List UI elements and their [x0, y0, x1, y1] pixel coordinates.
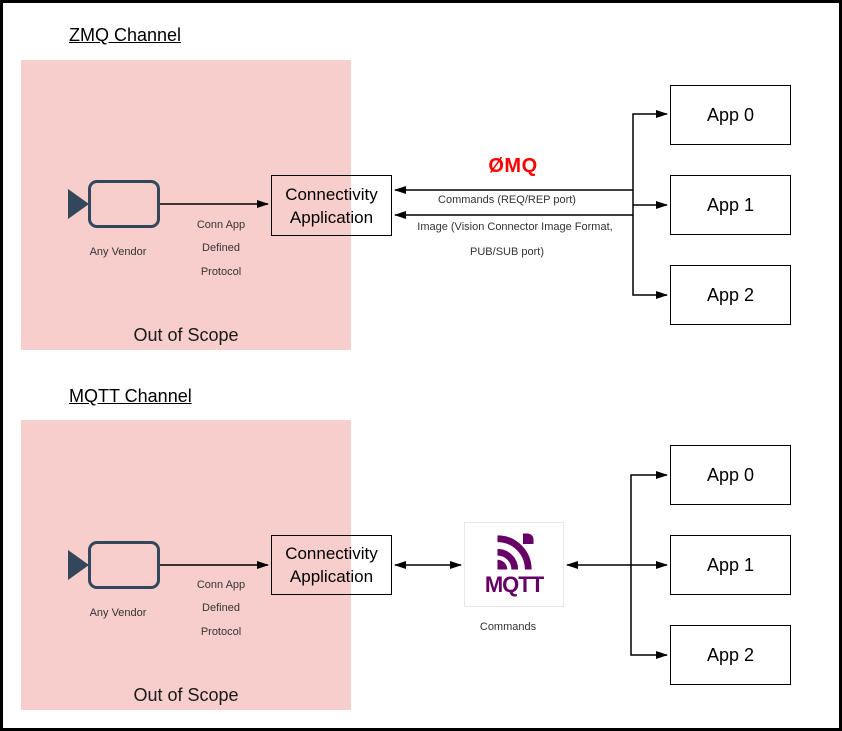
- mqtt-section-title: MQTT Channel: [69, 386, 192, 406]
- mqtt-app1-box: App 1: [670, 535, 791, 595]
- mqtt-connectivity-line2: Application: [289, 567, 374, 586]
- zmq-protocol-label-line3: Protocol: [200, 266, 242, 278]
- zmq-out-of-scope-label: Out of Scope: [133, 325, 239, 345]
- mqtt-app2-box: App 2: [670, 625, 791, 685]
- zmq-commands-arrow-label: Commands (REQ/REP port): [438, 194, 576, 206]
- mqtt-protocol-label-line3: Protocol: [200, 626, 242, 638]
- mqtt-protocol-label-line1: Conn App: [196, 579, 246, 591]
- zmq-image-arrow-label-line1: Image (Vision Connector Image Format,: [417, 221, 613, 233]
- zmq-camera-icon: [88, 180, 160, 228]
- zmq-connectivity-line1: Connectivity: [285, 184, 378, 204]
- zmq-branch-app0: [632, 110, 668, 190]
- mqtt-logo-icon: [497, 533, 534, 570]
- zmq-camera-lens-icon: [68, 189, 89, 219]
- zeromq-logo-text: ØMQ: [488, 155, 538, 177]
- mqtt-logo-wordmark: MQTT: [484, 572, 544, 597]
- mqtt-camera-icon: [88, 541, 160, 589]
- mqtt-broker-box: MQTT: [464, 522, 564, 607]
- zmq-app2-box: App 2: [670, 265, 791, 325]
- mqtt-commands-label: Commands: [479, 621, 537, 633]
- zmq-camera-label: Any Vendor: [89, 246, 147, 258]
- mqtt-branch-app0: [630, 471, 668, 565]
- mqtt-out-of-scope-label: Out of Scope: [133, 685, 239, 705]
- mqtt-camera-label: Any Vendor: [89, 607, 147, 619]
- mqtt-camera-lens-icon: [68, 550, 89, 580]
- zmq-image-arrow-label-line2: PUB/SUB port): [470, 246, 544, 258]
- zmq-connectivity-line2: Application: [289, 207, 374, 227]
- mqtt-protocol-label-line2: Defined: [202, 602, 240, 614]
- zmq-connectivity-application-box: Connectivity Application: [271, 175, 392, 236]
- zmq-protocol-label-line2: Defined: [202, 242, 240, 254]
- zmq-section-title: ZMQ Channel: [69, 25, 182, 45]
- mqtt-app0-box: App 0: [670, 445, 791, 505]
- zmq-app1-box: App 1: [670, 175, 791, 235]
- zmq-protocol-label-line1: Conn App: [196, 219, 246, 231]
- zmq-app0-box: App 0: [670, 85, 791, 145]
- mqtt-connectivity-line1: Connectivity: [285, 544, 378, 563]
- mqtt-connectivity-application-box: Connectivity Application: [271, 535, 392, 595]
- mqtt-branch-app2: [630, 565, 668, 659]
- zmq-branch-app2: [632, 190, 668, 299]
